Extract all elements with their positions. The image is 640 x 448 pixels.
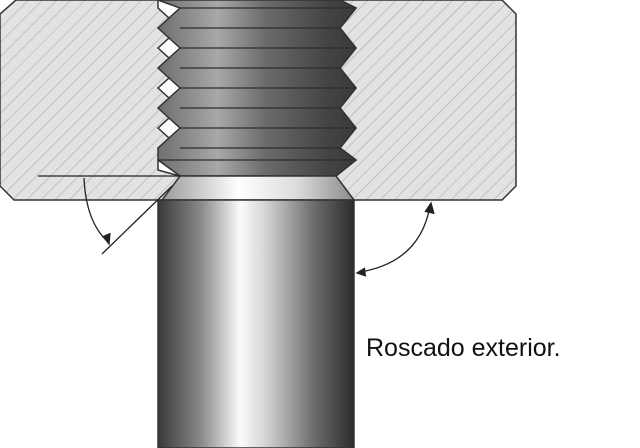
right-angle-indicator xyxy=(355,201,435,277)
thread-lines xyxy=(158,7,356,161)
bolt-chamfer xyxy=(160,175,356,201)
left-angle-indicator xyxy=(38,175,180,255)
nut-left-section xyxy=(0,0,186,201)
caption-text: Roscado exterior. xyxy=(366,334,561,362)
bolt-shank xyxy=(157,199,355,448)
nut-right-section xyxy=(330,0,517,201)
